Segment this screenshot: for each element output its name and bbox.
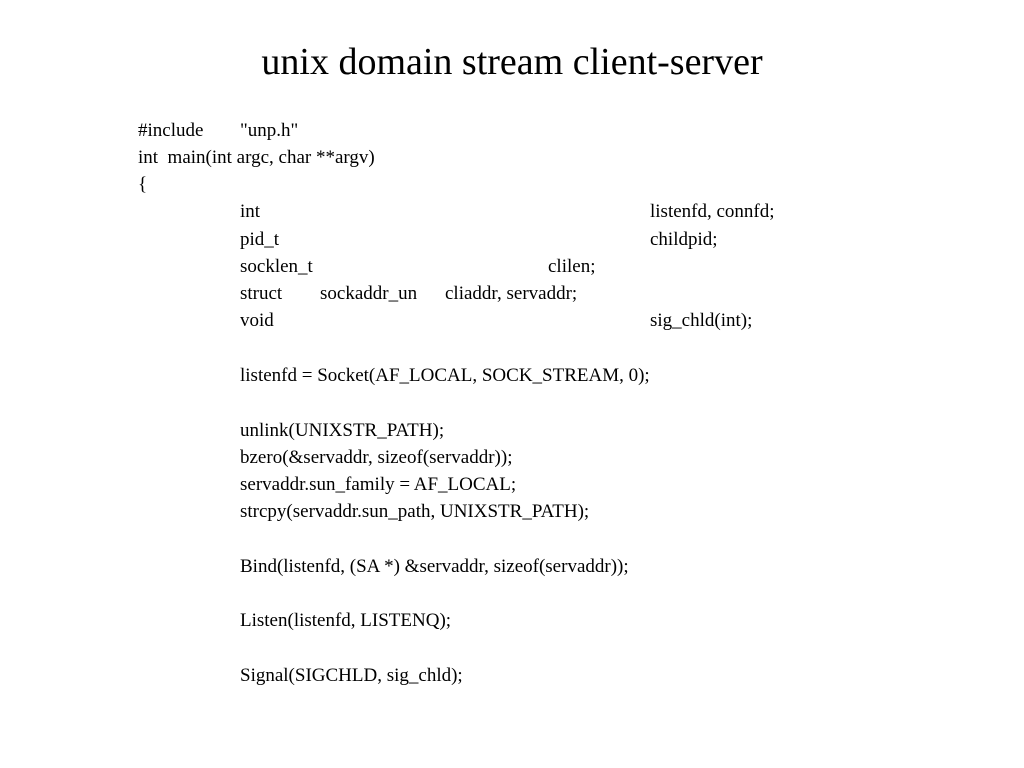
decl-int-vars: listenfd, connfd; (650, 201, 775, 222)
main-signature: int main(int argc, char **argv) (138, 147, 375, 168)
decl-struct-type: sockaddr_un (320, 283, 418, 304)
decl-void-type: void (240, 310, 274, 331)
listen-call: Listen(listenfd, LISTENQ); (240, 610, 452, 631)
decl-void-vars: sig_chld(int); (650, 310, 753, 331)
signal-call: Signal(SIGCHLD, sig_chld); (240, 665, 463, 686)
bzero-call: bzero(&servaddr, sizeof(servaddr)); (240, 447, 513, 468)
family-assign: servaddr.sun_family = AF_LOCAL; (240, 474, 517, 495)
open-brace: { (138, 174, 148, 195)
decl-socklen-vars: clilen; (548, 256, 596, 277)
bind-call: Bind(listenfd, (SA *) &servaddr, sizeof(… (240, 556, 629, 577)
decl-pid-vars: childpid; (650, 229, 718, 250)
strcpy-call: strcpy(servaddr.sun_path, UNIXSTR_PATH); (240, 501, 590, 522)
decl-struct-vars: cliaddr, servaddr; (445, 283, 578, 304)
socket-call: listenfd = Socket(AF_LOCAL, SOCK_STREAM,… (240, 365, 650, 386)
decl-struct-keyword: struct (240, 283, 283, 304)
include-directive: #include (138, 120, 204, 141)
decl-pid-type: pid_t (240, 229, 280, 250)
decl-socklen-type: socklen_t (240, 256, 313, 277)
slide-title: unix domain stream client-server (261, 41, 763, 83)
include-file: "unp.h" (240, 120, 299, 141)
decl-int-type: int (240, 201, 261, 222)
unlink-call: unlink(UNIXSTR_PATH); (240, 420, 445, 441)
